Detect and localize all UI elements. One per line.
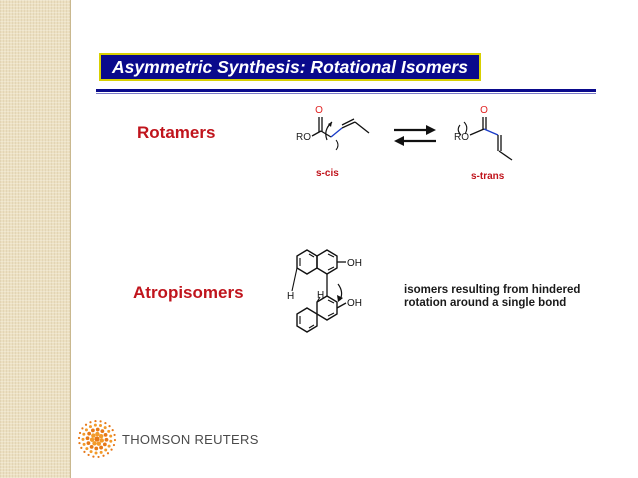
logo-dot [107, 444, 111, 448]
slide-title-text: Asymmetric Synthesis: Rotational Isomers [112, 56, 468, 77]
logo-dot [107, 429, 111, 433]
thomson-reuters-dot-sphere-icon [77, 419, 117, 459]
logo-dot [93, 423, 97, 427]
logo-dot [103, 426, 107, 430]
logo-dot [82, 432, 86, 436]
atropisomers-label: Atropisomers [133, 283, 244, 302]
title-underline-thin [96, 93, 596, 94]
logo-dot [90, 428, 95, 433]
logo-dot [97, 455, 100, 459]
logo-dot [104, 421, 107, 425]
logo-dot [98, 433, 104, 439]
hydrogen-label-left: H [287, 291, 294, 302]
s-cis-structure: O RO [296, 105, 370, 151]
logo-dot [113, 433, 116, 437]
logo-dot [112, 443, 116, 447]
decorative-side-panel [0, 0, 71, 478]
binol-structure: H H OH OH [287, 249, 362, 333]
s-cis-caption: s-cis [316, 168, 339, 179]
logo-dot [77, 436, 81, 440]
logo-dot [78, 441, 81, 445]
logo-dot [109, 439, 113, 443]
s-trans-caption: s-trans [471, 171, 505, 182]
logo-dot [94, 419, 97, 423]
logo-dot [100, 429, 105, 434]
definition-line-1: isomers resulting from hindered [404, 284, 581, 296]
logo-dot [81, 427, 84, 430]
logo-dot [80, 446, 83, 449]
logo-dot [96, 441, 102, 446]
logo-dot [85, 436, 90, 441]
logo-dot [83, 450, 86, 453]
logo-dot [87, 453, 90, 457]
logo-dot [89, 437, 95, 442]
logo-dot [85, 447, 89, 451]
title-underline [96, 89, 596, 92]
alkoxy-label-trans: RO [454, 132, 469, 143]
logo-dot [95, 427, 100, 432]
logo-dot [95, 431, 100, 437]
logo-dot [89, 421, 92, 424]
logo-dot [84, 428, 88, 432]
rotamers-label: Rotamers [137, 123, 216, 142]
logo-dot [94, 446, 99, 451]
logo-dot [106, 452, 110, 455]
logo-dot [88, 425, 92, 429]
logo-dot [99, 438, 104, 443]
logo-dot [92, 441, 97, 446]
logo-dot [92, 455, 95, 458]
thomson-reuters-logo: THOMSON REUTERS [76, 418, 259, 460]
logo-dot [99, 420, 102, 423]
hydroxyl-label-bottom: OH [347, 298, 362, 309]
logo-dot [94, 436, 100, 442]
logo-dot [111, 429, 114, 432]
slide-title: Asymmetric Synthesis: Rotational Isomers [99, 53, 481, 81]
logo-dot [113, 438, 117, 442]
carbonyl-oxygen-label-trans: O [480, 105, 488, 116]
carbonyl-oxygen-label: O [315, 105, 323, 116]
logo-dot [108, 425, 111, 428]
hydroxyl-label-top: OH [347, 258, 362, 269]
logo-dot [99, 450, 103, 454]
logo-dot [104, 437, 109, 442]
logo-dot [102, 454, 105, 457]
logo-dot [82, 442, 86, 446]
hydrogen-label-center: H [317, 290, 324, 301]
logo-dot [91, 433, 96, 438]
alkoxy-label: RO [296, 132, 311, 143]
logo-text: THOMSON REUTERS [122, 431, 259, 447]
logo-dot [103, 432, 108, 437]
s-trans-structure: O RO [454, 105, 513, 161]
logo-dot [99, 445, 104, 450]
logo-dot [109, 434, 113, 438]
logo-dot [89, 444, 94, 449]
logo-dot [102, 442, 107, 447]
logo-dot [110, 448, 113, 451]
equilibrium-arrows [394, 125, 436, 146]
definition-line-2: rotation around a single bond [404, 297, 567, 309]
logo-dot [94, 451, 98, 455]
logo-dot [78, 431, 82, 435]
logo-dot [99, 423, 103, 427]
logo-dot [84, 423, 88, 426]
logo-dot [86, 441, 91, 446]
logo-dot [89, 450, 93, 454]
logo-dot [87, 431, 92, 436]
logo-dot [81, 437, 85, 441]
atropisomer-definition: isomers resulting from hindered rotation… [404, 284, 619, 310]
logo-dot [104, 448, 108, 452]
